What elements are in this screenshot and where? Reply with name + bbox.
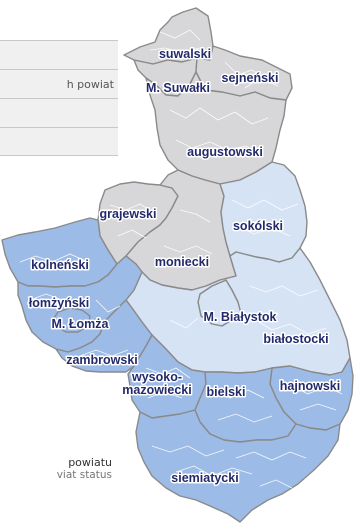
region-label-bielski: bielski <box>207 385 246 399</box>
region-label-augustowski: augustowski <box>187 145 263 159</box>
municipality-border <box>151 445 225 457</box>
municipality-border <box>149 47 201 53</box>
region-label-m-lomza: M. Łomża <box>52 317 110 331</box>
region-label-kolnenski: kolneński <box>31 258 89 272</box>
municipality-border <box>217 413 273 423</box>
municipality-border <box>237 225 291 237</box>
municipality-border <box>169 317 199 329</box>
municipality-border <box>231 199 299 211</box>
legend-caption-line2: viat status <box>56 469 112 481</box>
legend-row <box>0 98 118 127</box>
region-label-zambrowski: zambrowski <box>66 353 138 367</box>
municipality-border <box>224 61 269 81</box>
regions-layer <box>1 7 354 523</box>
region-siemiatycki[interactable] <box>135 409 341 523</box>
municipality-borders <box>19 29 343 489</box>
region-label-wysokomazowiecki: wysoko-mazowiecki <box>122 370 191 397</box>
municipality-border <box>244 77 279 89</box>
legend-table: h powiat <box>0 40 118 156</box>
municipality-border <box>163 245 213 255</box>
municipality-border <box>299 403 337 411</box>
municipality-border <box>255 319 327 335</box>
labels-layer: suwalski M. Suwałki sejneński augustowski gr… <box>27 46 341 487</box>
municipality-border <box>259 479 293 489</box>
region-label-m-suwalki: M. Suwałki <box>146 81 210 95</box>
municipality-border <box>117 229 147 239</box>
municipality-border <box>109 203 157 215</box>
municipality-border <box>249 285 319 297</box>
region-label-suwalski: suwalski <box>159 47 211 61</box>
legend-row <box>0 127 118 156</box>
municipality-border <box>169 107 269 125</box>
legend-row <box>0 40 118 69</box>
legend-caption: powiatu viat status <box>0 456 112 482</box>
municipality-border <box>179 209 211 223</box>
municipality-border <box>19 253 89 263</box>
region-label-moniecki: moniecki <box>155 255 209 269</box>
municipality-border <box>29 293 63 301</box>
municipality-border <box>147 391 183 399</box>
legend-caption-line1: powiatu <box>68 456 112 469</box>
municipality-border <box>175 465 253 477</box>
municipality-border <box>175 139 263 157</box>
municipality-border <box>235 451 307 461</box>
region-augustowski[interactable] <box>145 71 287 185</box>
municipality-border <box>79 349 129 357</box>
municipality-border <box>95 299 121 313</box>
region-label-sejnenski: sejneński <box>222 71 279 85</box>
municipality-border <box>145 367 191 379</box>
region-label-sokolski: sokólski <box>233 219 283 233</box>
region-label-grajewski: grajewski <box>100 207 157 221</box>
municipality-border <box>291 385 343 395</box>
region-label-lomzynski: łomżyński <box>29 296 89 310</box>
region-label-hajnowski: hajnowski <box>280 379 340 393</box>
legend-row: h powiat <box>0 69 118 98</box>
municipality-border <box>159 29 201 41</box>
municipality-border <box>213 389 265 399</box>
region-label-m-bialystok: M. Białystok <box>204 310 277 324</box>
region-label-bialostocki: białostocki <box>263 332 328 346</box>
region-m-lomza[interactable] <box>53 307 91 333</box>
region-label-siemiatycki: siemiatycki <box>171 471 238 485</box>
